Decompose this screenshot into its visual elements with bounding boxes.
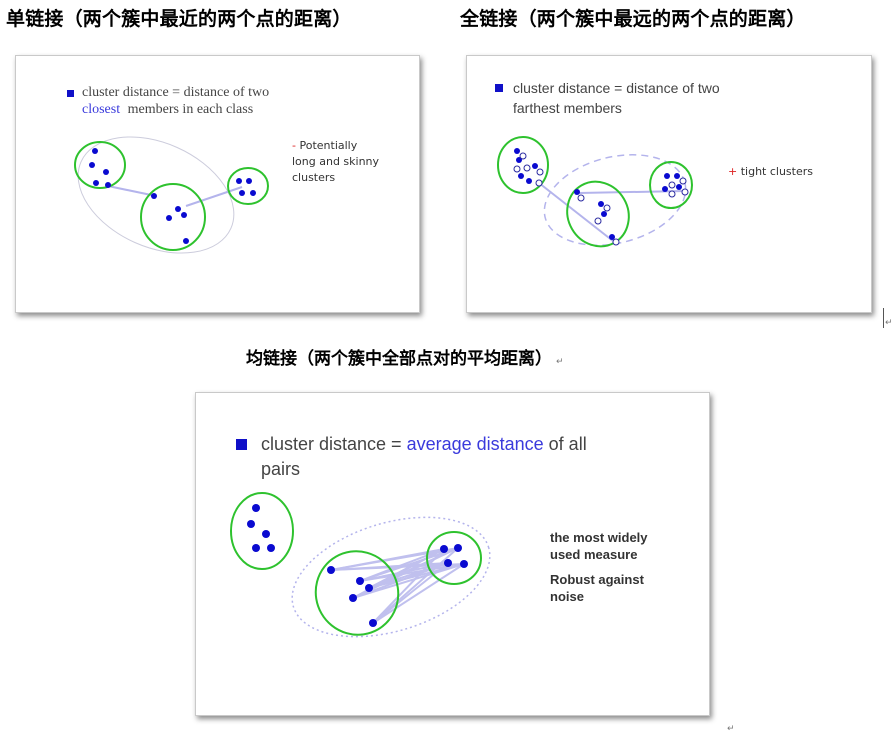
slide-bullet xyxy=(67,90,74,97)
definition-suffix: of all xyxy=(543,434,587,454)
closest-link xyxy=(185,186,243,207)
cluster-points xyxy=(247,504,468,627)
cluster-outline xyxy=(74,141,126,189)
cluster-outline xyxy=(426,531,482,585)
note1-line2: used measure xyxy=(550,547,638,562)
closest-link xyxy=(107,185,157,197)
cluster-outline xyxy=(140,183,206,251)
cluster-points xyxy=(514,148,682,240)
closest-highlight: closest xyxy=(82,102,121,117)
cluster-outline xyxy=(314,550,400,636)
definition-line1: cluster distance = distance of two xyxy=(82,85,270,100)
slide-bullet xyxy=(495,84,503,92)
complete-linkage-heading-text: 全链接（两个簇中最远的两个点的距离） xyxy=(460,8,806,30)
definition-line1: cluster distance = average distance of a… xyxy=(261,434,587,455)
average-linkage-diagram xyxy=(230,492,491,638)
note2-line2: noise xyxy=(550,589,584,604)
merged-cluster-outline xyxy=(77,136,235,254)
note1-line1: the most widely xyxy=(550,530,648,545)
complete-linkage-diagram xyxy=(497,136,693,248)
cluster-outline xyxy=(227,167,269,205)
definition-line2: closest members in each class xyxy=(82,102,253,118)
single-linkage-heading: 单链接（两个簇中最近的两个点的距离） xyxy=(6,4,352,31)
farthest-link xyxy=(538,182,614,242)
single-linkage-heading-text: 单链接（两个簇中最近的两个点的距离） xyxy=(6,8,352,30)
text-cursor xyxy=(883,308,884,328)
definition-line1: cluster distance = distance of two xyxy=(513,80,720,96)
note-line1: Potentially xyxy=(299,139,358,152)
definition-line2: farthest members xyxy=(513,100,622,116)
pair-links xyxy=(330,547,465,624)
paragraph-mark: ↵ xyxy=(727,724,735,734)
average-linkage-heading-text: 均链接（两个簇中全部点对的平均距离） xyxy=(246,349,552,369)
note-text: tight clusters xyxy=(740,165,813,178)
average-distance-highlight: average distance xyxy=(406,434,544,454)
cluster-points xyxy=(89,148,256,244)
cluster-outline xyxy=(497,136,549,194)
single-linkage-diagram xyxy=(74,136,269,254)
cluster-outline xyxy=(230,492,294,570)
complete-linkage-slide: cluster distance = distance of two farth… xyxy=(466,55,872,313)
cluster-outline xyxy=(566,180,630,248)
average-linkage-slide: cluster distance = average distance of a… xyxy=(195,392,710,716)
note-line3: clusters xyxy=(292,171,336,184)
definition-line2: pairs xyxy=(261,459,301,479)
farthest-link xyxy=(578,190,686,194)
note-line2: long and skinny xyxy=(292,155,380,168)
average-linkage-note: the most widely used measure Robust agai… xyxy=(550,529,648,605)
single-linkage-note: - Potentially long and skinny clusters xyxy=(292,138,379,186)
paragraph-mark: ↵ xyxy=(885,318,893,328)
note2-line1: Robust against xyxy=(550,572,644,587)
minus-sign: - xyxy=(292,139,296,152)
complete-linkage-note: + tight clusters xyxy=(728,165,813,178)
cluster-points-hollow xyxy=(513,152,689,246)
merged-cluster-outline xyxy=(291,516,491,638)
definition-line2-rest: members in each class xyxy=(127,102,254,117)
plus-sign: + xyxy=(728,165,738,178)
single-linkage-slide: cluster distance = distance of two close… xyxy=(15,55,420,313)
average-linkage-heading: 均链接（两个簇中全部点对的平均距离） ↵ xyxy=(246,344,564,369)
definition-prefix: cluster distance = xyxy=(261,434,407,454)
paragraph-mark: ↵ xyxy=(556,357,564,367)
complete-linkage-heading: 全链接（两个簇中最远的两个点的距离） xyxy=(460,4,806,31)
cluster-outline xyxy=(649,161,693,209)
slide-bullet xyxy=(236,439,247,450)
